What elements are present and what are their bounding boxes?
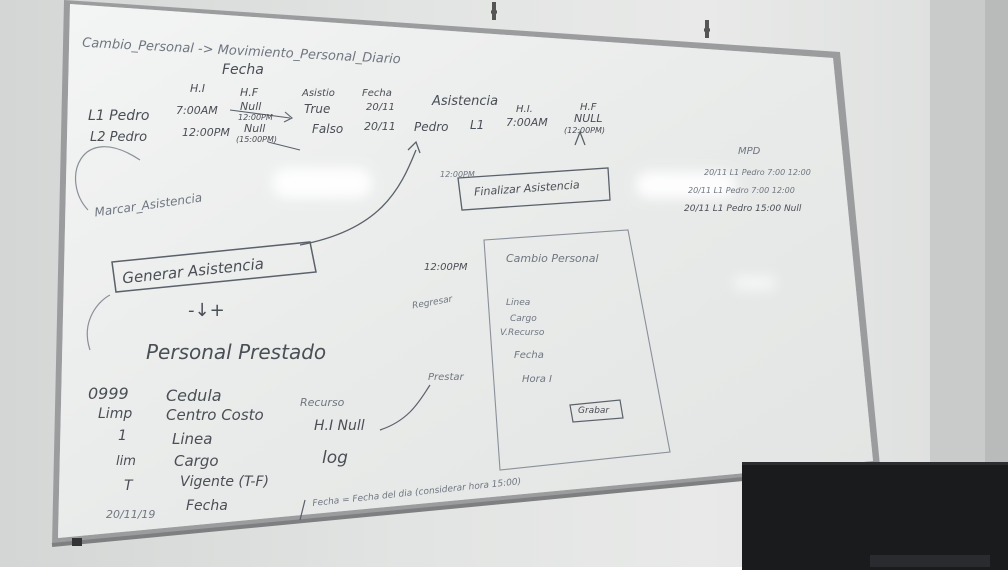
prestar-label: Prestar	[428, 372, 464, 383]
row1-hi: 7:00AM	[176, 104, 218, 117]
field-fecha: Fecha	[186, 498, 228, 514]
asistencia-note: (12:00PM)	[564, 126, 606, 135]
field-cedula: Cedula	[166, 386, 222, 405]
cambio-field-hora: Hora I	[522, 374, 553, 385]
left-value-1: 0999	[88, 384, 129, 403]
mpd-row-2: 20/11 L1 Pedro 7:00 12:00	[688, 186, 795, 195]
asistencia-name: Pedro	[414, 120, 449, 134]
row2-note: (15:00PM)	[236, 135, 278, 144]
field-centro-costo: Centro Costo	[166, 406, 264, 424]
field-linea: Linea	[172, 430, 213, 448]
row1-fecha: 20/11	[366, 102, 395, 113]
row2-fecha: 20/11	[364, 120, 396, 133]
mpd-row-3: 20/11 L1 Pedro 15:00 Null	[684, 204, 802, 214]
time-12pm: 12:00PM	[424, 262, 468, 273]
cambio-field-linea: Linea	[506, 298, 531, 308]
asistencia-hf: NULL	[574, 112, 603, 125]
left-value-6: 20/11/19	[106, 508, 156, 521]
mpd-row-1: 20/11 L1 Pedro 7:00 12:00	[704, 168, 811, 177]
personal-prestado-title: Personal Prestado	[146, 340, 327, 364]
left-value-2: Limp	[98, 406, 133, 422]
cambio-field-cargo: Cargo	[510, 314, 537, 324]
fecha-label: Fecha	[222, 62, 264, 78]
row2-asistio: Falso	[312, 122, 344, 136]
recurso-hi-null: H.I Null	[314, 418, 365, 434]
mpd-label: MPD	[738, 146, 761, 157]
field-vigente: Vigente (T-F)	[180, 474, 269, 490]
left-value-3: 1	[118, 428, 127, 444]
recurso-label: Recurso	[300, 396, 345, 409]
asistencia-hi: 7:00AM	[506, 116, 548, 129]
cambio-personal-title: Cambio Personal	[506, 252, 599, 265]
glare-right	[636, 172, 736, 198]
monitor-stand	[870, 555, 990, 567]
asistencia-header-hi: H.I.	[516, 104, 533, 115]
header-hf: H.F	[240, 86, 259, 99]
glare-small	[734, 276, 776, 290]
row1-asistio: True	[304, 102, 331, 116]
row1-hf: Null	[240, 100, 262, 113]
foreground-monitor	[742, 462, 1008, 570]
glare-left	[272, 168, 372, 198]
left-value-4: lim	[116, 454, 136, 469]
header-asistio: Asistio	[302, 88, 335, 99]
recurso-log: log	[322, 448, 348, 468]
flow-arrow-symbol: -↓+	[188, 300, 225, 321]
header-hi: H.I	[190, 82, 206, 95]
asistencia-title: Asistencia	[432, 94, 499, 109]
asistencia-line: L1	[470, 118, 485, 132]
cambio-field-recurso: V.Recurso	[500, 328, 545, 338]
row2-hi: 12:00PM	[182, 126, 230, 139]
cambio-field-fecha: Fecha	[514, 350, 544, 361]
finalizar-time: 12:00PM	[440, 170, 475, 179]
header-fecha: Fecha	[362, 88, 392, 99]
asistencia-header-hf: H.F	[580, 102, 597, 113]
row1-note: 12:00PM	[238, 113, 273, 122]
row2-name: L2 Pedro	[90, 130, 148, 145]
left-value-5: T	[124, 478, 133, 494]
field-cargo: Cargo	[174, 452, 219, 470]
grabar-button-drawn: Grabar	[578, 406, 610, 416]
row1-name: L1 Pedro	[88, 108, 150, 124]
row2-hf: Null	[244, 122, 266, 135]
